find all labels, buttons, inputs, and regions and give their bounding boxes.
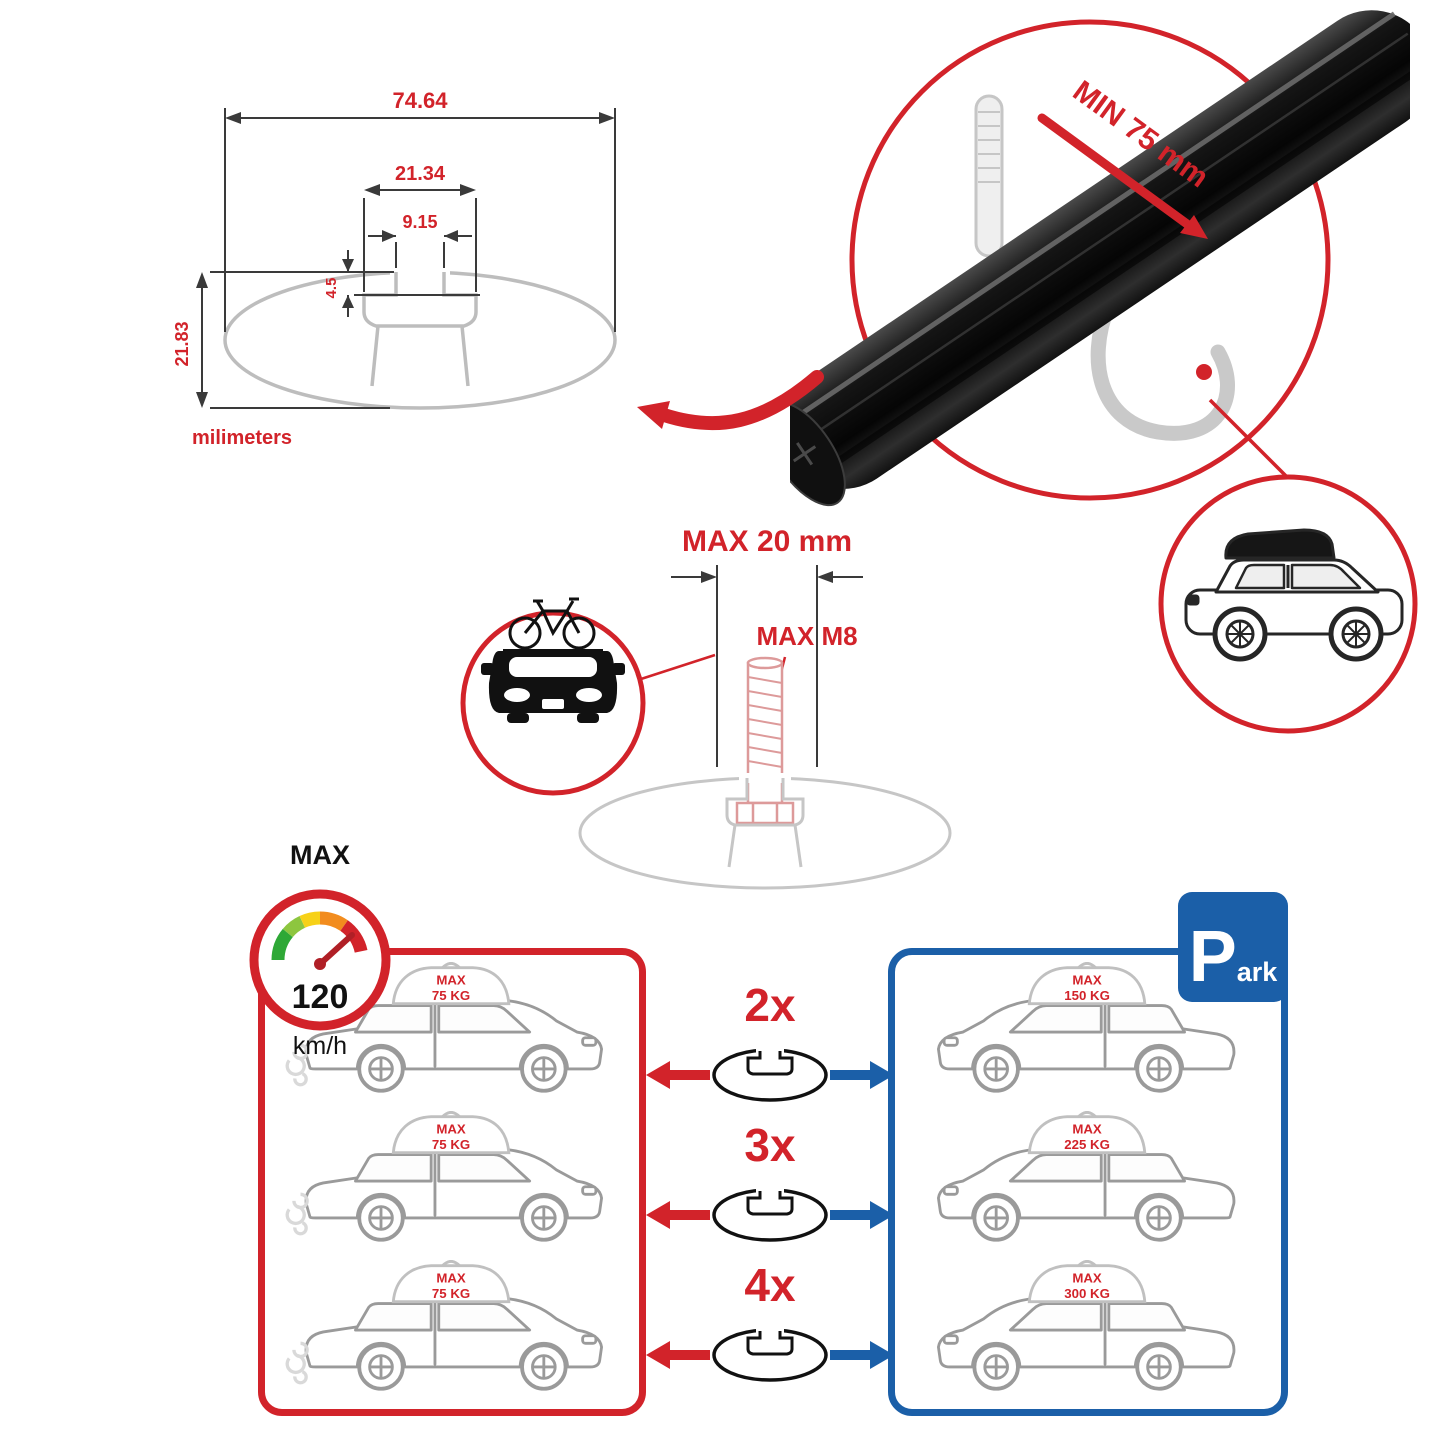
crossbar-profile-dimension-drawing: 74.64 21.34 9.15 4.5 21.83 milimeters — [172, 88, 617, 449]
roof-load-value: 75 KG — [432, 1137, 470, 1152]
dimension-slot-opening — [368, 230, 472, 268]
dim-height-total-label: 21.83 — [172, 321, 192, 366]
crossbar-bar — [790, 10, 1410, 507]
dim-slot-outer-label: 21.34 — [395, 163, 446, 185]
parked-load-panel: MAX 150 KG MAX 225 KG MAX 300 KG — [888, 948, 1288, 1416]
units-label: milimeters — [192, 427, 292, 449]
roofbox-car-icon — [1158, 474, 1418, 734]
driving-car-row: MAX 75 KG — [285, 1111, 604, 1242]
roof-load-label: MAX — [436, 1271, 466, 1286]
roof-load-label: MAX — [1072, 1271, 1102, 1286]
roof-load-value: 300 KG — [1064, 1286, 1110, 1301]
gauge-arc — [271, 911, 368, 961]
dim-width-total-label: 74.64 — [392, 88, 448, 113]
bolt-profile-section — [578, 773, 952, 890]
multiplier-label: 3x — [744, 1119, 796, 1171]
crossbar-profile-icon — [646, 1185, 894, 1242]
dimension-slot-outer — [363, 184, 477, 292]
bolt-icon — [735, 656, 795, 825]
gauge-needle — [317, 932, 355, 967]
bolt-dimension-diagram: MAX 20 mm MAX M8 — [460, 525, 952, 890]
crossbar-zoom-view: MIN 75 mm — [790, 10, 1410, 507]
zoom-pointer-arrow-icon — [637, 370, 824, 431]
crossbar-profile-icon — [646, 1325, 894, 1382]
min-span-arrow — [1037, 113, 1208, 239]
speed-value: 120 — [292, 978, 349, 1016]
dim-slot-opening-label: 9.15 — [402, 212, 437, 232]
park-letter: P — [1188, 916, 1237, 997]
bolt-max-thread-label: MAX M8 — [756, 621, 857, 651]
roof-load-label: MAX — [436, 973, 466, 988]
bolt-dimension-lines — [671, 565, 863, 767]
park-rest: ark — [1236, 957, 1278, 988]
roof-load-label: MAX — [436, 1122, 466, 1137]
bike-car-icon — [460, 597, 716, 796]
clamp-point-dot — [1196, 364, 1212, 380]
dim-slot-depth-label: 4.5 — [323, 278, 340, 299]
dimension-width-total — [224, 108, 616, 332]
roof-load-value: 225 KG — [1064, 1137, 1110, 1152]
speed-max-label: MAX — [290, 840, 350, 870]
roof-load-label: MAX — [1072, 1122, 1102, 1137]
dimension-slot-depth — [342, 250, 480, 317]
speed-units: km/h — [293, 1032, 347, 1060]
dimension-height-total — [196, 271, 390, 409]
crossbar-count-column: 2x 3x 4x — [646, 979, 894, 1382]
parked-car-row: MAX 300 KG — [936, 1260, 1236, 1391]
parked-car-row: MAX 150 KG — [936, 962, 1236, 1093]
speedometer-icon: MAX 120 km/h — [249, 840, 391, 1060]
roof-load-value: 75 KG — [432, 988, 470, 1003]
parked-car-row: MAX 225 KG — [936, 1111, 1236, 1242]
roof-load-label: MAX — [1072, 973, 1102, 988]
crossbar-profile-icon — [646, 1045, 894, 1102]
bolt-max-length-label: MAX 20 mm — [682, 525, 852, 558]
roof-load-value: 150 KG — [1064, 988, 1110, 1003]
multiplier-label: 2x — [744, 979, 796, 1031]
driving-car-row: MAX 75 KG — [285, 962, 604, 1093]
circle-connector-line — [1208, 398, 1292, 482]
roof-load-value: 75 KG — [432, 1286, 470, 1301]
roof-box — [1224, 528, 1336, 560]
driving-car-row: MAX 75 KG — [285, 1260, 604, 1391]
clamp-icon — [974, 94, 1235, 441]
multiplier-label: 4x — [744, 1259, 796, 1311]
crossbar-profile-icon — [223, 265, 617, 410]
